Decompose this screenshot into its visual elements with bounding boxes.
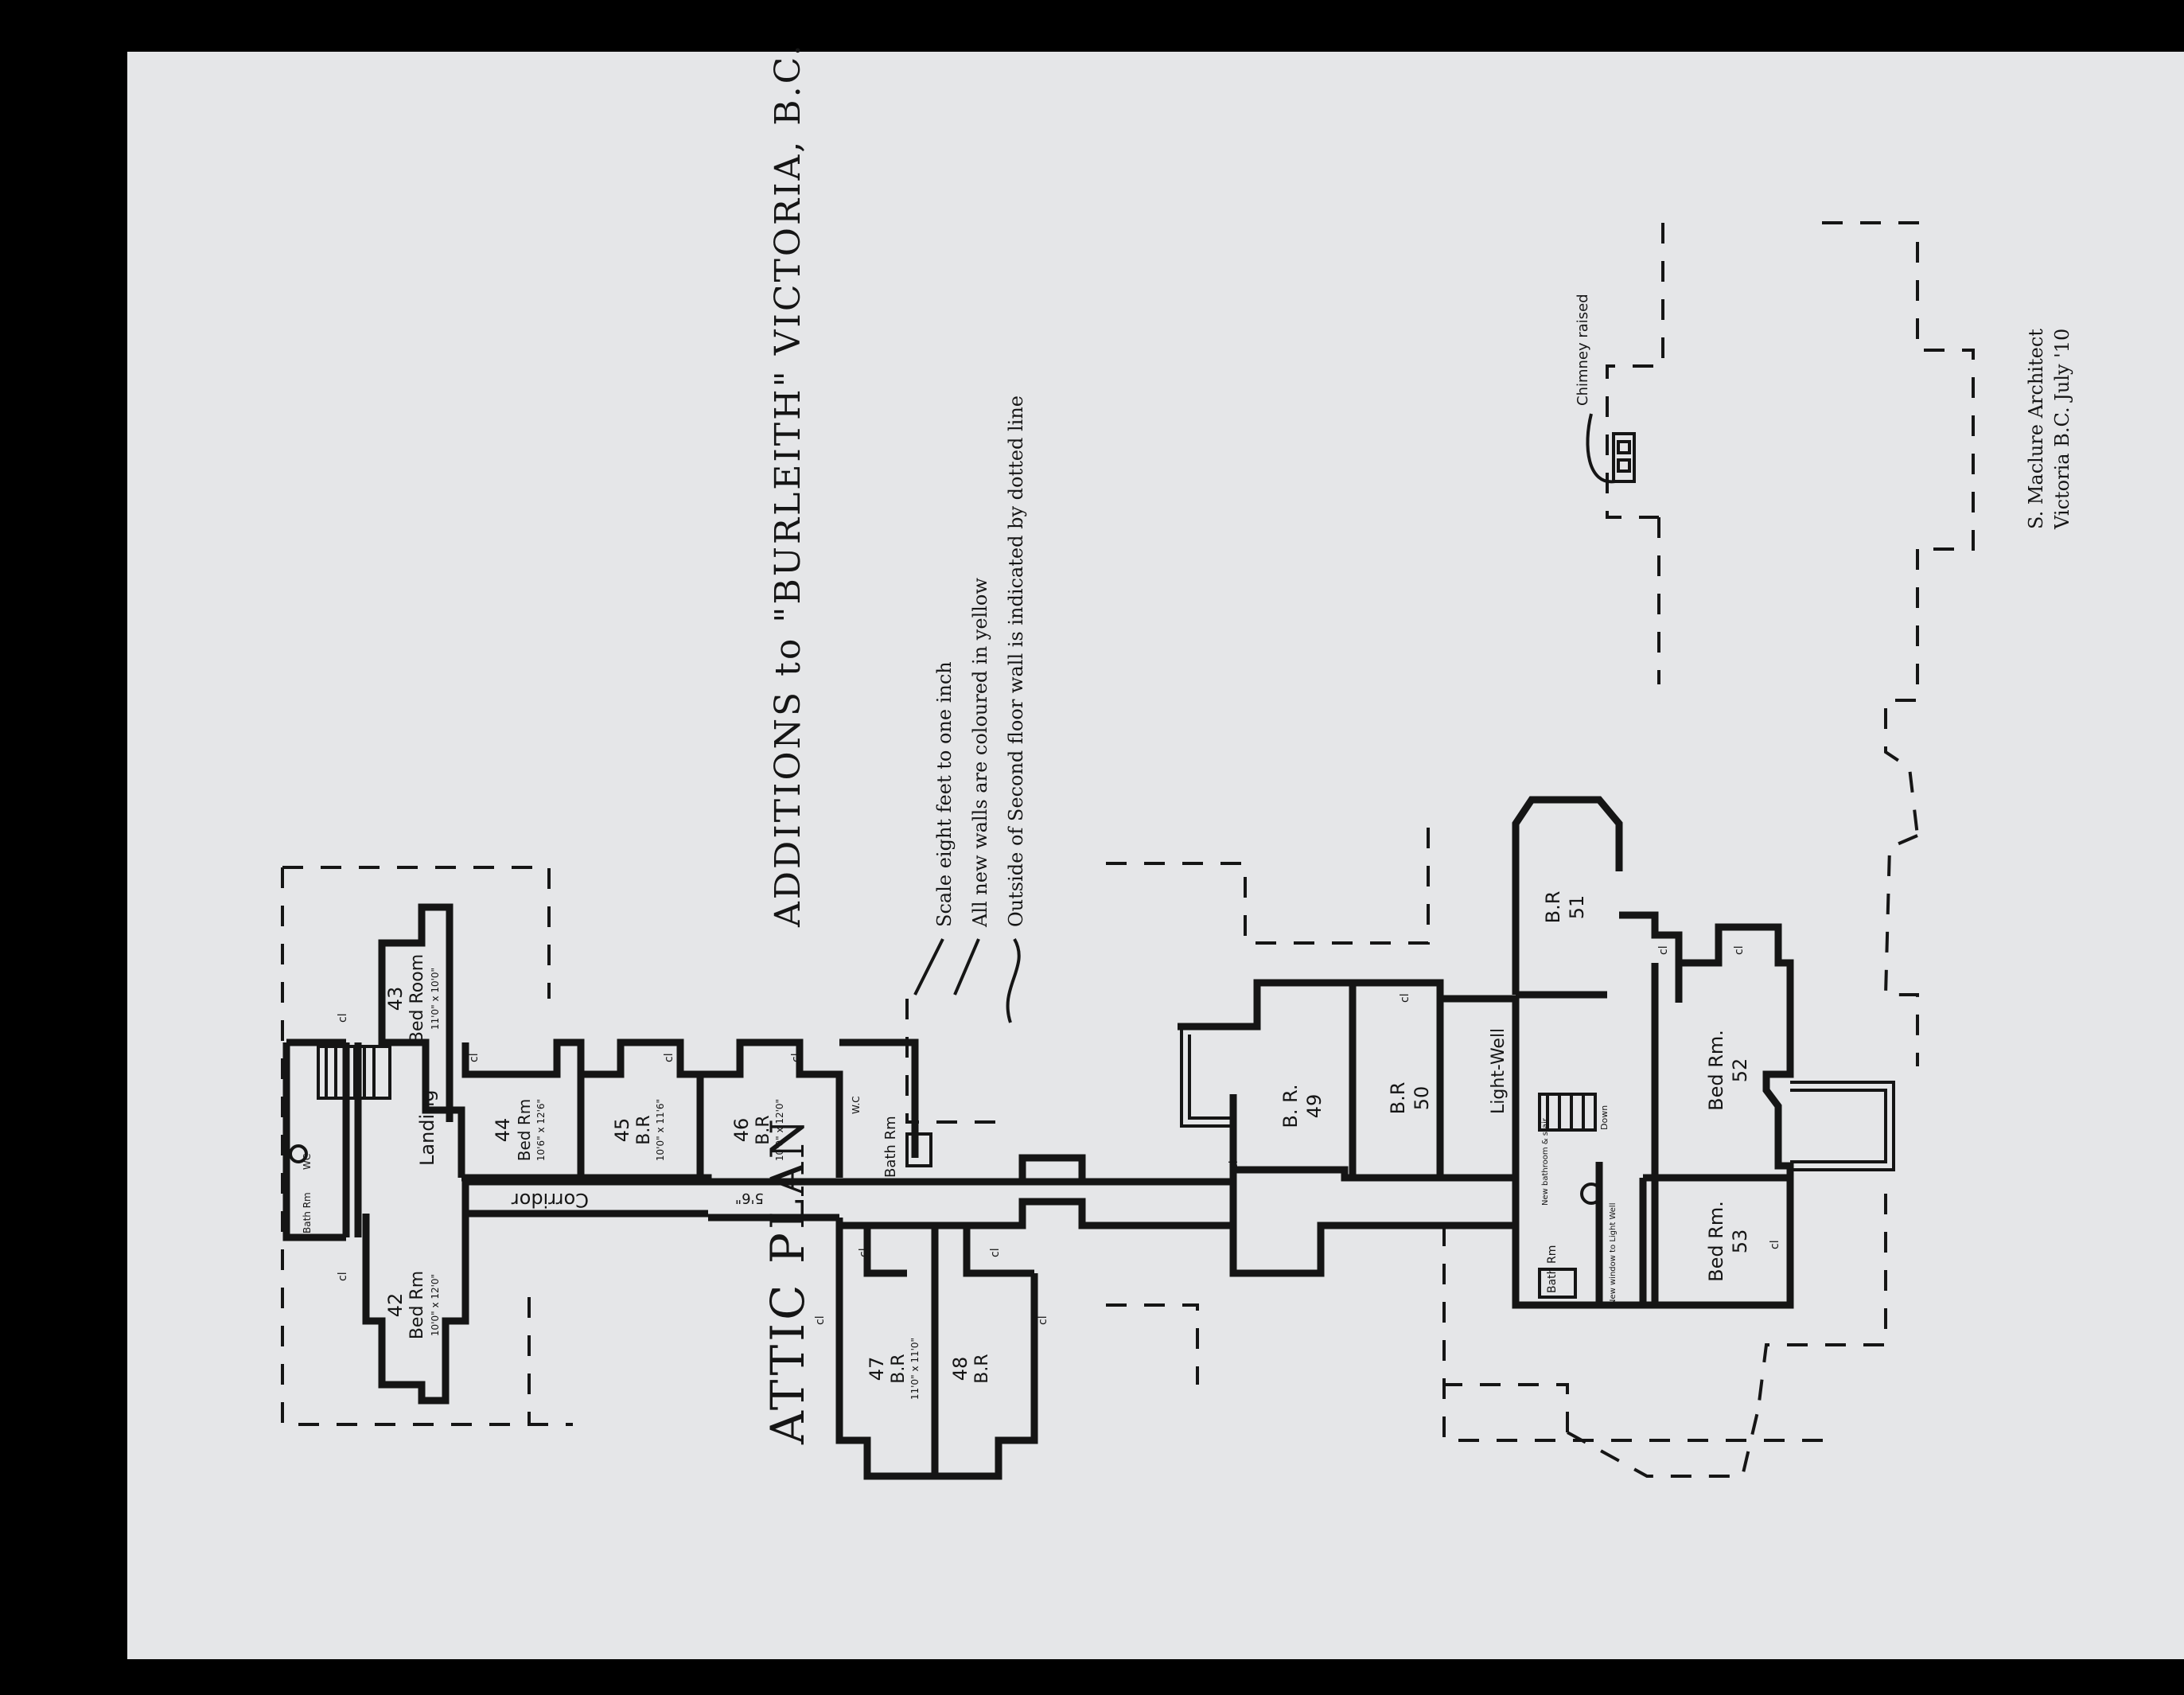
svg-text:49: 49 (1303, 1094, 1326, 1119)
svg-text:10'6" x 12'6": 10'6" x 12'6" (535, 1099, 547, 1161)
stair-down-label: Down (1599, 1105, 1610, 1130)
svg-text:Bed Rm.: Bed Rm. (1705, 1030, 1727, 1111)
svg-text:48: 48 (949, 1357, 971, 1381)
svg-text:11'0" x 11'0": 11'0" x 11'0" (909, 1338, 921, 1400)
corridor-label: Corridor (512, 1189, 589, 1211)
svg-text:Bed Rm.: Bed Rm. (1705, 1201, 1727, 1282)
room-44: 44 Bed Rm 10'6" x 12'6" (492, 1099, 547, 1161)
svg-text:10'0" x 12'0": 10'0" x 12'0" (774, 1099, 785, 1161)
bath-room-right: Bath Rm (1546, 1245, 1559, 1293)
room-53: Bed Rm. 53 (1705, 1201, 1751, 1282)
room-42: 42 Bed Rm 10'0" x 12'0" (384, 1271, 441, 1339)
note-new-walls: All new walls are coloured in yellow (969, 578, 991, 928)
closet-label: cl (468, 1053, 481, 1062)
svg-text:B. R.: B. R. (1279, 1084, 1302, 1128)
closet-label: cl (337, 1272, 349, 1281)
svg-text:10'0" x 11'6": 10'0" x 11'6" (655, 1099, 666, 1161)
svg-text:52: 52 (1729, 1058, 1751, 1083)
room-52: Bed Rm. 52 (1705, 1030, 1751, 1111)
svg-text:B.R: B.R (972, 1354, 992, 1383)
light-well-label: Light-Well (1489, 1028, 1509, 1114)
closet-label: cl (1399, 993, 1411, 1003)
room-46: 46 B.R 10'0" x 12'0" (730, 1099, 785, 1161)
svg-text:46: 46 (730, 1118, 753, 1143)
new-window-light-well-note: New window to Light Well (1609, 1203, 1618, 1305)
svg-text:B.R: B.R (1542, 891, 1564, 924)
room-50: B.R 50 (1387, 1082, 1433, 1115)
note-leader-lines (913, 938, 1021, 1023)
bath-room-small-left: Bath Rm (302, 1192, 313, 1233)
svg-text:B.R: B.R (753, 1115, 773, 1144)
landing-label: Landing (416, 1089, 438, 1166)
svg-text:11'0" x 10'0": 11'0" x 10'0" (430, 968, 441, 1030)
wc-center: W.C (851, 1096, 862, 1114)
sheet-title: ADDITIONS to "BURLEITH" VICTORIA, B.C. (768, 42, 808, 928)
closet-label: cl (814, 1315, 827, 1325)
room-49: B. R. 49 (1279, 1084, 1326, 1128)
architect-place-date: Victoria B.C. July '10 (2051, 329, 2073, 530)
wc-left: WC (302, 1154, 313, 1170)
second-floor-outline (281, 221, 1975, 1478)
svg-text:50: 50 (1411, 1086, 1433, 1111)
svg-text:10'0" x 12'0": 10'0" x 12'0" (430, 1274, 441, 1336)
room-47: 47 B.R 11'0" x 11'0" (866, 1338, 921, 1400)
closet-label: cl (1769, 1240, 1781, 1249)
svg-text:B.R: B.R (1387, 1082, 1409, 1115)
corridor-width-label: 5'6" (735, 1190, 764, 1206)
plan-title: ATTIC PLAN (761, 1116, 815, 1445)
closet-label: cl (1657, 945, 1670, 955)
room-45: 45 B.R 10'0" x 11'6" (611, 1099, 666, 1161)
svg-text:Bed Rm: Bed Rm (407, 1271, 427, 1339)
svg-text:B.R: B.R (889, 1354, 909, 1383)
room-43: 43 Bed Room 11'0" x 10'0" (384, 954, 441, 1043)
svg-text:45: 45 (611, 1118, 633, 1143)
closet-label: cl (1228, 1160, 1240, 1170)
closet-label: cl (790, 1053, 803, 1062)
drawing-sheet (127, 52, 2184, 1659)
bath-room-center: Bath Rm (882, 1116, 899, 1178)
note-scale: Scale eight feet to one inch (933, 661, 956, 927)
chimney-note: Chimney raised (1575, 294, 1591, 406)
room-51: B.R 51 (1542, 891, 1588, 924)
closet-labels: cl cl cl cl cl cl cl cl cl cl cl cl cl c… (337, 945, 1781, 1325)
stair-and-fixtures (289, 413, 1636, 1299)
room-48: 48 B.R (949, 1354, 992, 1383)
svg-text:53: 53 (1729, 1229, 1751, 1254)
svg-text:42: 42 (384, 1293, 407, 1318)
svg-text:51: 51 (1566, 895, 1588, 920)
architect-name: S. Maclure Architect (2025, 329, 2047, 529)
closet-label: cl (858, 1248, 870, 1257)
note-outside-wall: Outside of Second floor wall is indicate… (1005, 396, 1027, 927)
svg-text:Bed Room: Bed Room (407, 954, 427, 1043)
svg-text:B.R: B.R (634, 1115, 654, 1144)
closet-label: cl (1733, 945, 1746, 955)
svg-text:44: 44 (492, 1118, 514, 1143)
closet-label: cl (663, 1053, 675, 1062)
new-bath-stair-note: New bathroom & stair (1541, 1117, 1550, 1206)
svg-text:Bed Rm: Bed Rm (515, 1099, 534, 1161)
room-labels: 42 Bed Rm 10'0" x 12'0" 43 Bed Room 11'0… (302, 294, 1751, 1400)
closet-label: cl (1037, 1315, 1049, 1325)
closet-label: cl (989, 1248, 1002, 1257)
closet-label: cl (337, 1013, 349, 1023)
attic-walls (282, 796, 1895, 1480)
svg-text:47: 47 (866, 1357, 888, 1381)
svg-text:43: 43 (384, 987, 407, 1011)
